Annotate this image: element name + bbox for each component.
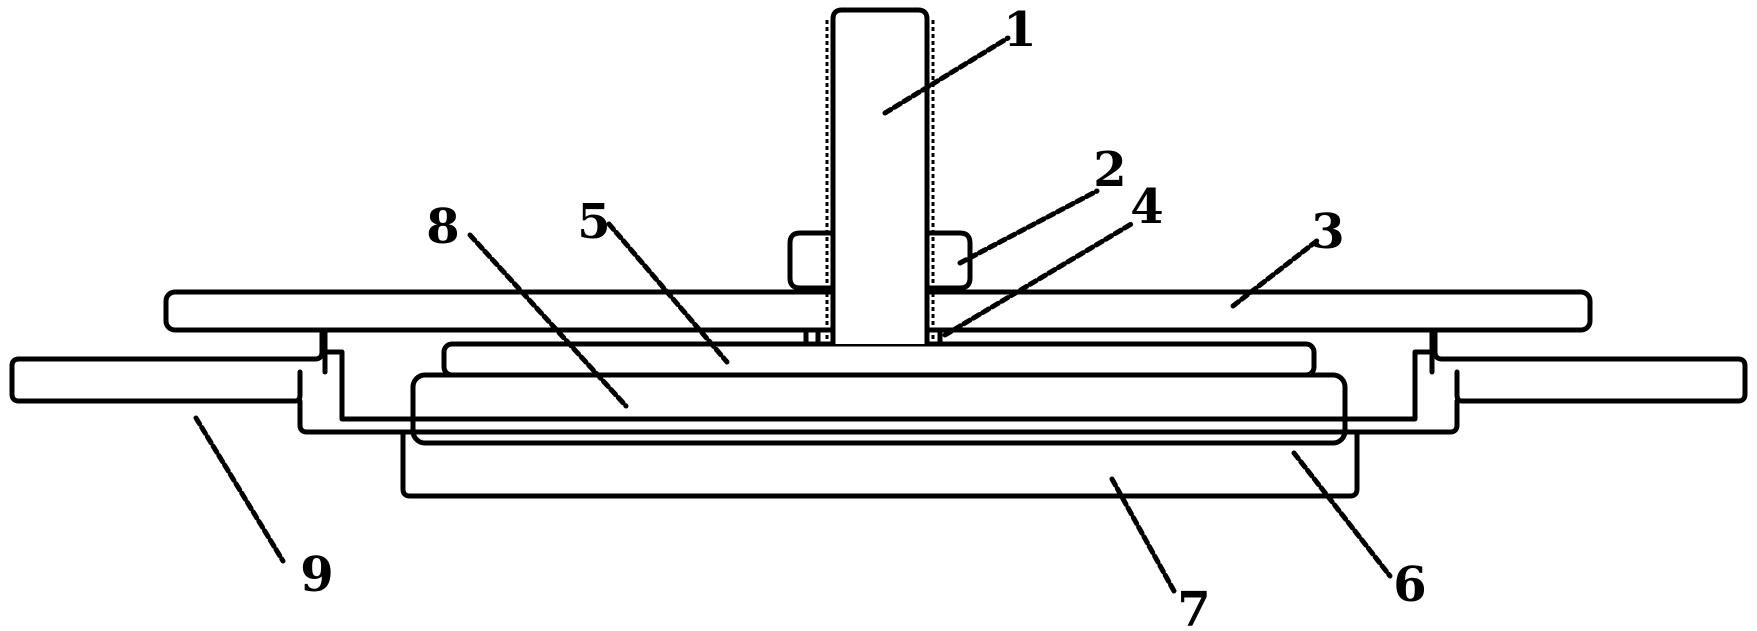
- threaded-bolt: [830, 7, 930, 347]
- label-8: 8: [426, 199, 459, 255]
- inner-tray: [297, 398, 1460, 435]
- bottom-plate: [400, 429, 1360, 499]
- nut-right: [924, 230, 973, 291]
- label-7: 7: [1177, 582, 1210, 631]
- tray-wall-right: [1412, 349, 1438, 404]
- label-9: 9: [300, 547, 333, 603]
- label-3: 3: [1311, 204, 1344, 260]
- outer-sheet: [9, 327, 1748, 404]
- label-4: 4: [1130, 179, 1163, 235]
- part-labels: 1 2 3 4 5 6 7 8 9: [300, 2, 1426, 631]
- label-5: 5: [577, 194, 610, 250]
- washer-left: [803, 327, 821, 347]
- tray-wall-left: [319, 349, 345, 404]
- nut-left: [787, 230, 836, 291]
- leader-lines: [193, 35, 1393, 594]
- label-2: 2: [1093, 142, 1126, 198]
- label-1: 1: [1003, 2, 1036, 58]
- label-6: 6: [1393, 557, 1426, 613]
